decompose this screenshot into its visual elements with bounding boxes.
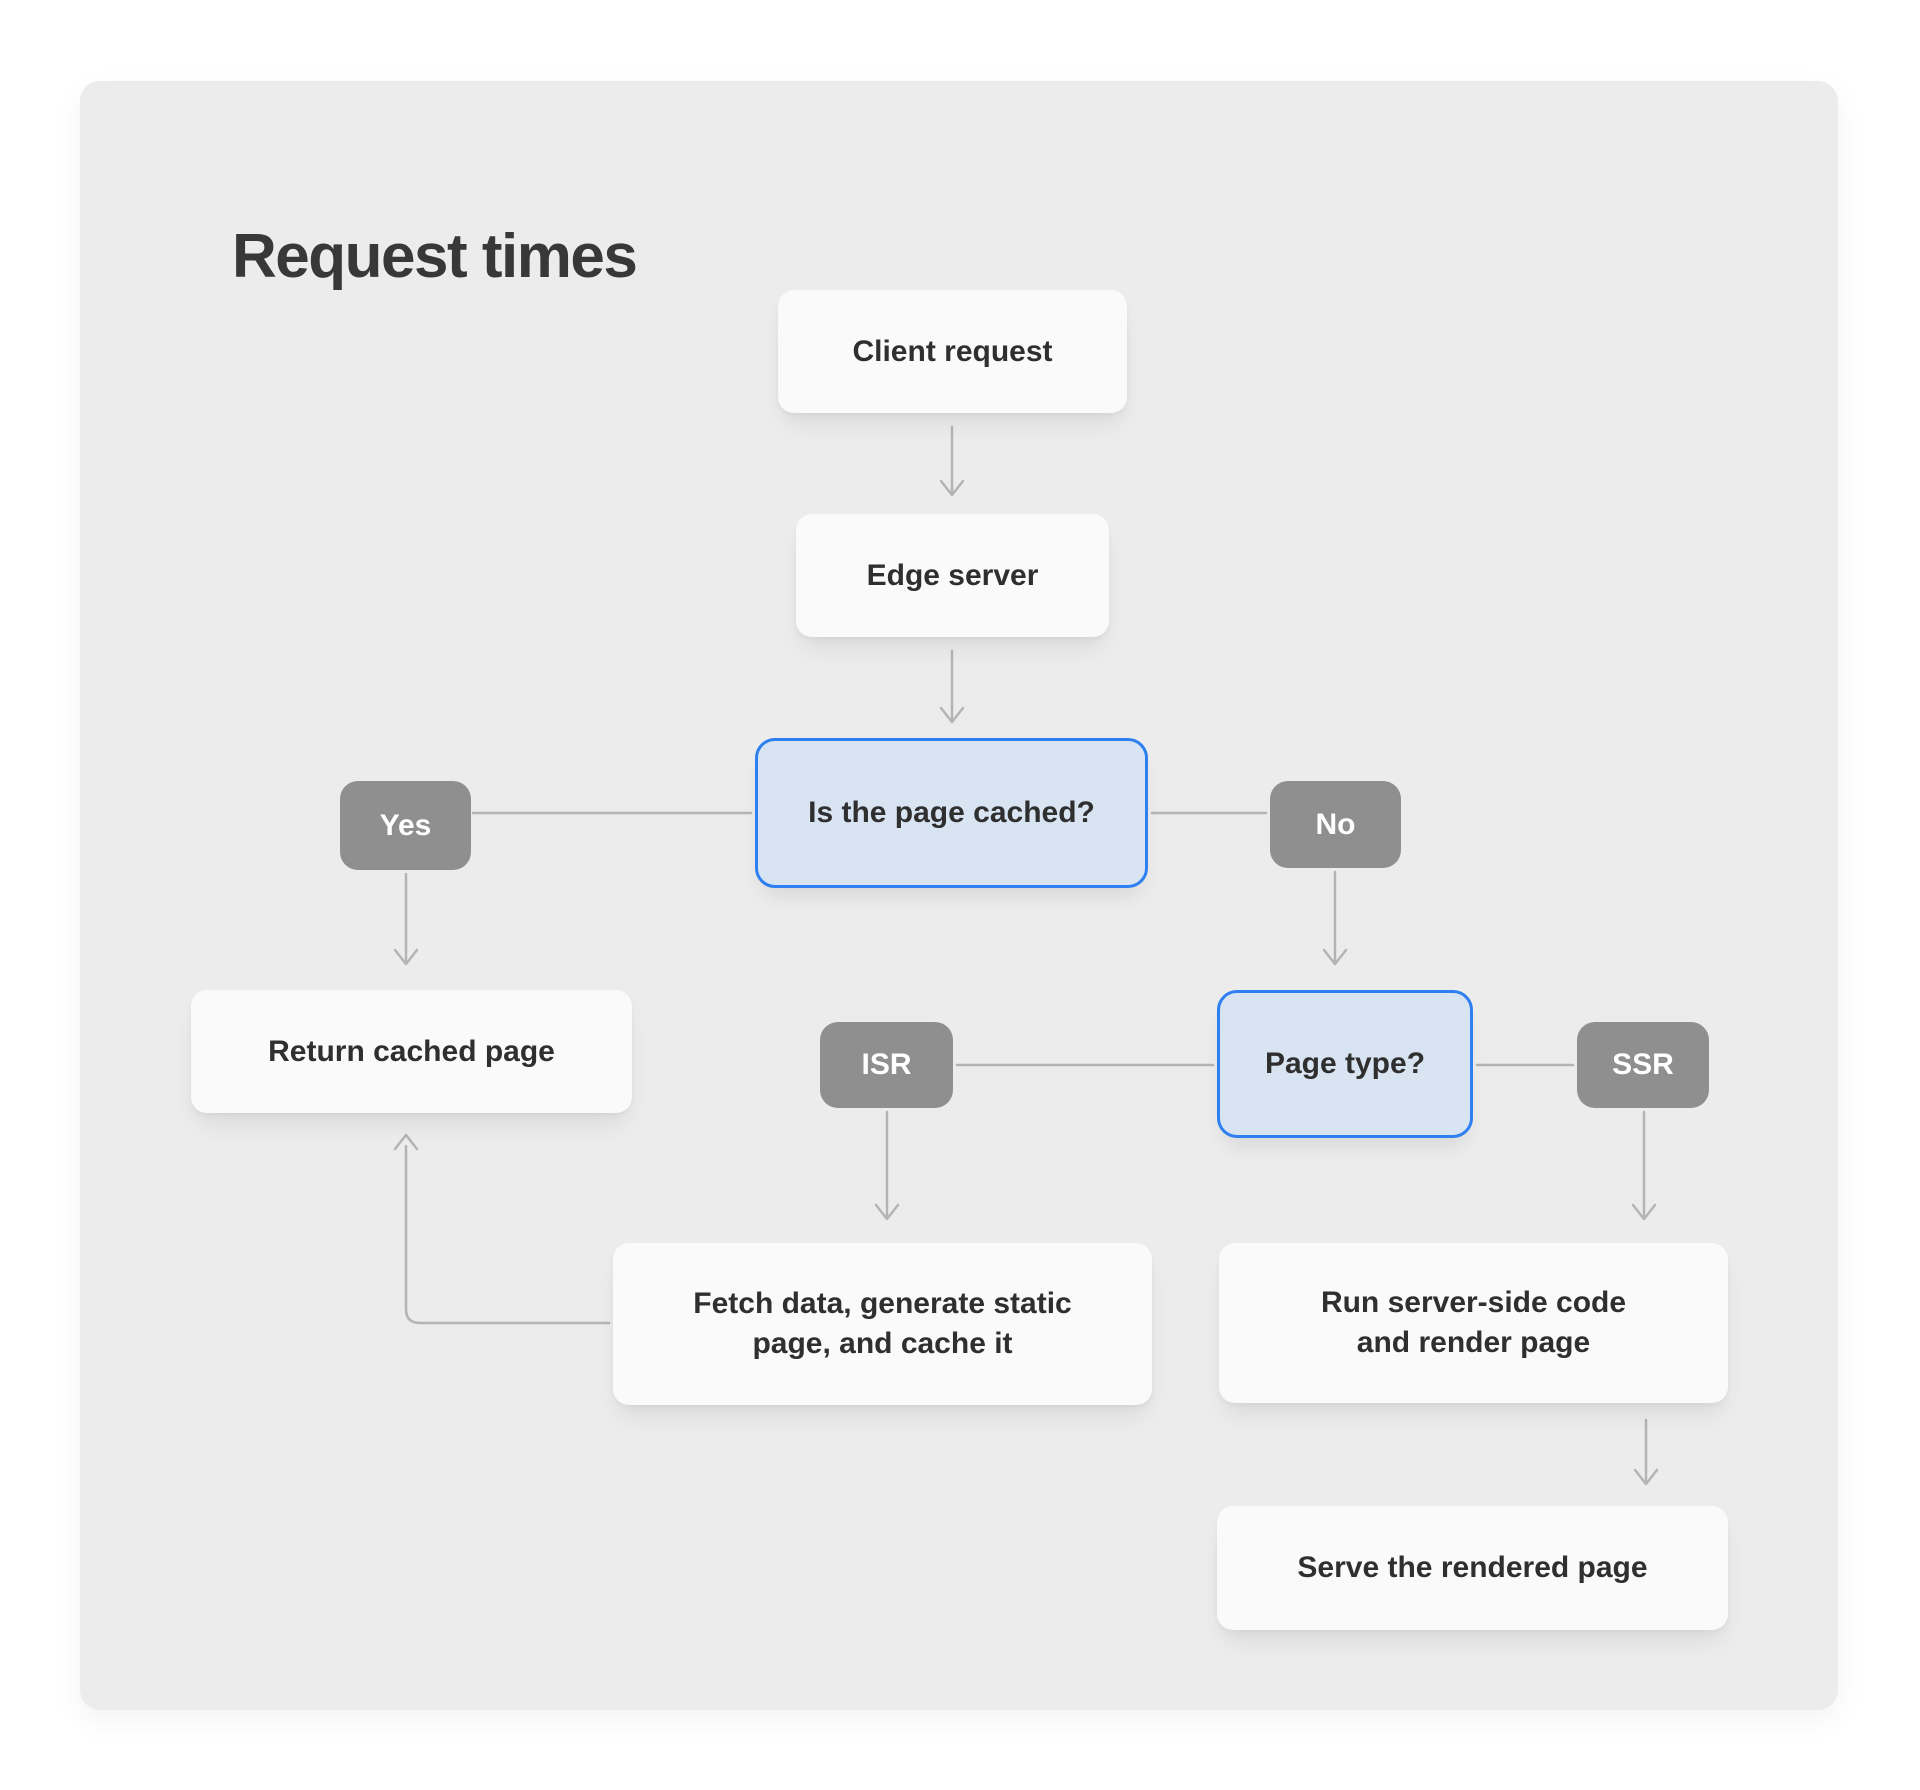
node-return-cached-page-label: Return cached page — [268, 1034, 555, 1068]
badge-no: No — [1270, 781, 1401, 868]
node-serve-rendered-page: Serve the rendered page — [1217, 1506, 1728, 1630]
badge-yes: Yes — [340, 781, 471, 870]
node-fetch-data-label: Fetch data, generate static page, and ca… — [693, 1287, 1072, 1360]
node-is-page-cached: Is the page cached? — [755, 738, 1148, 888]
node-page-type-label: Page type? — [1264, 1047, 1426, 1080]
node-is-page-cached-label: Is the page cached? — [808, 796, 1095, 829]
node-run-server-side: Run server-side code and render page — [1219, 1243, 1728, 1403]
badge-isr-label: ISR — [861, 1048, 912, 1081]
badge-ssr-label: SSR — [1612, 1048, 1674, 1081]
badge-yes-label: Yes — [379, 808, 432, 842]
node-client-request: Client request — [778, 290, 1127, 413]
node-edge-server: Edge server — [796, 514, 1109, 637]
badge-no-label: No — [1315, 807, 1356, 841]
node-run-server-side-label: Run server-side code and render page — [1320, 1286, 1627, 1359]
node-return-cached-page: Return cached page — [191, 990, 632, 1113]
node-serve-rendered-page-label: Serve the rendered page — [1297, 1551, 1648, 1584]
node-fetch-data: Fetch data, generate static page, and ca… — [613, 1243, 1152, 1405]
node-client-request-label: Client request — [852, 334, 1053, 368]
page-title: Request times — [232, 222, 638, 291]
badge-isr: ISR — [820, 1022, 953, 1108]
node-page-type: Page type? — [1217, 990, 1473, 1138]
node-edge-server-label: Edge server — [866, 558, 1039, 592]
badge-ssr: SSR — [1577, 1022, 1709, 1108]
